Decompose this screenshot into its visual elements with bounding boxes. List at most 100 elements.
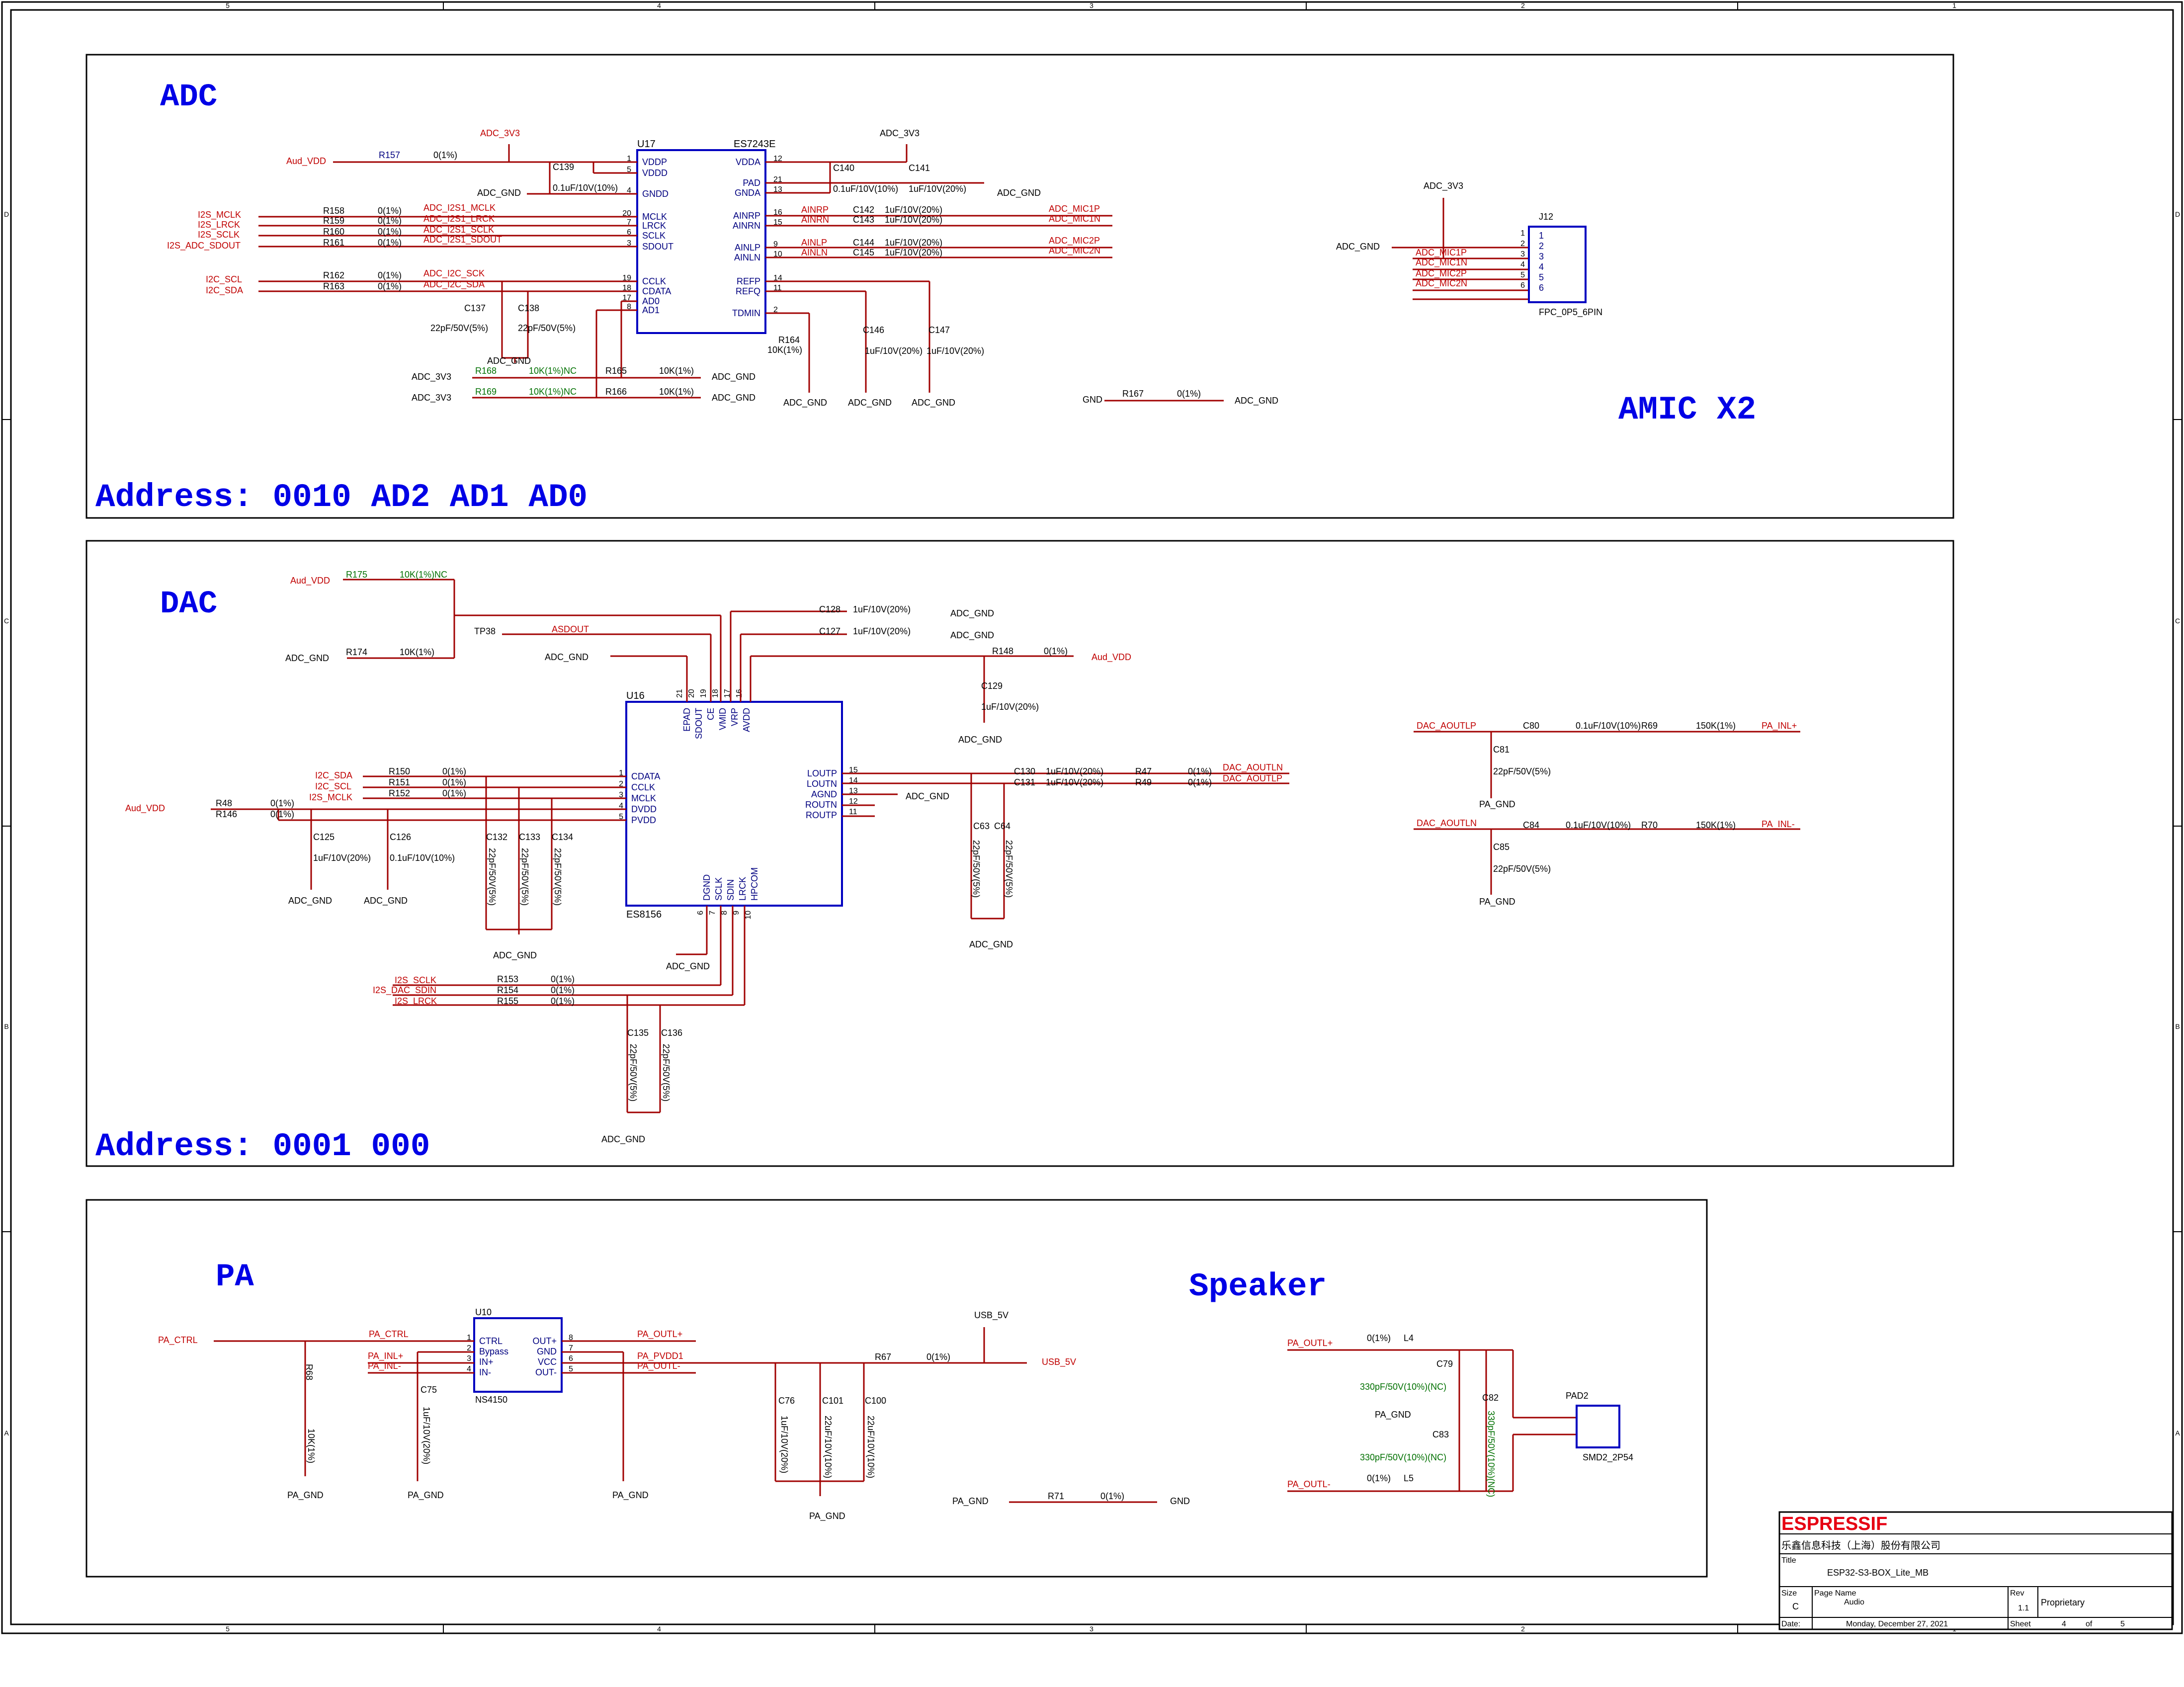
part-c144: C144 <box>853 238 874 248</box>
u16-pin-num: 12 <box>849 797 858 806</box>
net-pa-gnd-f: PA_GND <box>809 1511 845 1521</box>
net-adc-3v3-a: ADC_3V3 <box>480 128 520 139</box>
part-r163: R163 <box>323 281 344 291</box>
net-i2c-sda-a: I2C_SDA <box>206 285 243 296</box>
dac-section-box <box>85 540 1954 1167</box>
adc-section-title: ADC <box>160 80 217 115</box>
j12-pin-name: 4 <box>1539 262 1544 272</box>
u17-pin-num: 9 <box>773 240 778 249</box>
part-c145-val: 1uF/10V(20%) <box>885 248 942 257</box>
title-block: ESPRESSIF 乐鑫信息科技（上海）股份有限公司 Title ESP32-S… <box>1778 1511 2173 1630</box>
part-c63: C63 <box>973 821 990 831</box>
u16-pin-name: CE <box>706 708 716 720</box>
part-r166-val: 10K(1%) <box>659 387 694 397</box>
net-adc-mic2p-b: ADC_MIC2P <box>1416 268 1467 279</box>
part-r158: R158 <box>323 206 344 216</box>
u16-pin-name: HPCOM <box>750 867 759 901</box>
net-aud-vdd-c: Aud_VDD <box>1092 652 1131 663</box>
company-name-cn: 乐鑫信息科技（上海）股份有限公司 <box>1781 1540 1940 1551</box>
pad2-part: SMD2_2P54 <box>1583 1452 1633 1463</box>
net-adc-i2s1-sdout: ADC_I2S1_SDOUT <box>423 235 502 245</box>
frame-row-label: C <box>2175 617 2180 625</box>
part-c131: C131 <box>1014 777 1035 787</box>
net-usb-5v-b: USB_5V <box>1042 1357 1076 1367</box>
j12-pin-num: 5 <box>1520 271 1525 279</box>
part-c138: C138 <box>518 303 539 313</box>
part-c129: C129 <box>981 681 1003 691</box>
u16-pin-num: 11 <box>849 808 857 816</box>
part-c146: C146 <box>863 325 884 335</box>
net-adc-gnd-h: ADC_GND <box>912 398 955 408</box>
part-r162-val: 0(1%) <box>378 270 402 280</box>
u10-pin-num: 6 <box>569 1354 573 1363</box>
u16-pin-num: 2 <box>619 780 623 788</box>
net-asdout: ASDOUT <box>552 624 589 634</box>
u17-pin-num: 1 <box>627 155 631 163</box>
part-r167-val: 0(1%) <box>1177 389 1201 399</box>
part-r70-val: 150K(1%) <box>1696 820 1736 830</box>
u17-pin-num: 4 <box>627 186 631 195</box>
net-ainlp: AINLP <box>801 238 827 248</box>
part-c147-val: 1uF/10V(20%) <box>926 346 984 356</box>
part-r152: R152 <box>389 788 410 798</box>
j12-pin-num: 6 <box>1520 281 1525 290</box>
net-pa-inl-plus-b: PA_INL+ <box>368 1351 403 1361</box>
net-adc-mic1p-a: ADC_MIC1P <box>1049 204 1100 214</box>
part-c125: C125 <box>313 832 335 842</box>
part-r157-val: 0(1%) <box>433 150 457 160</box>
net-pa-ctrl-b: PA_CTRL <box>369 1329 409 1340</box>
part-r165: R165 <box>605 366 627 376</box>
part-c100-val: 22uF/10V(10%) <box>866 1416 876 1478</box>
part-r163-val: 0(1%) <box>378 281 402 291</box>
u16-pin-name: MCLK <box>631 793 656 803</box>
u16-pin-num: 19 <box>699 689 708 698</box>
net-adc-i2s1-sclk: ADC_I2S1_SCLK <box>423 225 494 235</box>
net-pa-gnd-d: PA_GND <box>408 1490 444 1501</box>
part-r169-val: 10K(1%)NC <box>529 387 577 397</box>
u16-pin-num: 6 <box>696 911 705 915</box>
u17-pin-num: 14 <box>773 274 782 282</box>
part-c136: C136 <box>661 1028 682 1038</box>
net-aud-vdd-d: Aud_VDD <box>125 803 165 814</box>
part-c125-val: 1uF/10V(20%) <box>313 853 371 863</box>
rev-label: Rev <box>2010 1589 2024 1598</box>
net-adc-gnd-e: ADC_GND <box>712 393 756 403</box>
net-adc-gnd-f: ADC_GND <box>783 398 827 408</box>
net-adc-gnd-a: ADC_GND <box>477 188 521 198</box>
j12-part: FPC_0P5_6PIN <box>1539 307 1602 318</box>
part-c137-val: 22pF/50V(5%) <box>430 323 488 333</box>
net-adc-i2s1-lrck: ADC_I2S1_LRCK <box>423 214 495 224</box>
frame-col-label: 5 <box>226 1 230 9</box>
part-r151-val: 0(1%) <box>442 777 466 787</box>
part-c147: C147 <box>928 325 950 335</box>
j12-pin-name: 3 <box>1539 252 1544 261</box>
u10-pin-name: OUT- <box>535 1367 557 1377</box>
adc-labels: ADC_3V3 Aud_VDD ADC_GND I2S_MCLK I2S_LRC… <box>167 128 1602 408</box>
u16-pin-name: SDIN <box>726 879 736 901</box>
u17-pin-num: 21 <box>773 175 782 184</box>
net-ainrp: AINRP <box>801 205 829 215</box>
net-usb-5v-a: USB_5V <box>974 1310 1008 1321</box>
net-pa-gnd-g: PA_GND <box>952 1496 989 1507</box>
part-c139-val: 0.1uF/10V(10%) <box>553 183 618 193</box>
net-adc-gnd-j: ADC_GND <box>1336 242 1380 252</box>
u17-pin-num: 10 <box>773 250 782 258</box>
part-c75-val: 1uF/10V(20%) <box>421 1407 431 1464</box>
net-adc-gnd-k: ADC_GND <box>285 653 329 664</box>
part-r154: R154 <box>497 985 518 995</box>
u17-pin-name: MCLK <box>642 212 667 222</box>
net-pa-pvdd1: PA_PVDD1 <box>637 1351 683 1361</box>
part-c76: C76 <box>778 1396 795 1406</box>
part-r164: R164 <box>778 335 800 345</box>
net-ainln: AINLN <box>801 248 828 257</box>
frame-row-label: A <box>4 1429 9 1437</box>
part-c126: C126 <box>390 832 411 842</box>
u16-pin-name: VRP <box>730 708 740 726</box>
page-name-label: Page Name <box>1814 1589 1856 1598</box>
u16-pin-num: 8 <box>720 911 729 915</box>
net-i2s-lrck-a: I2S_LRCK <box>198 220 240 230</box>
u16-pin-num: 7 <box>708 911 717 915</box>
net-pa-outl-plus-b: PA_OUTL+ <box>1287 1338 1333 1349</box>
